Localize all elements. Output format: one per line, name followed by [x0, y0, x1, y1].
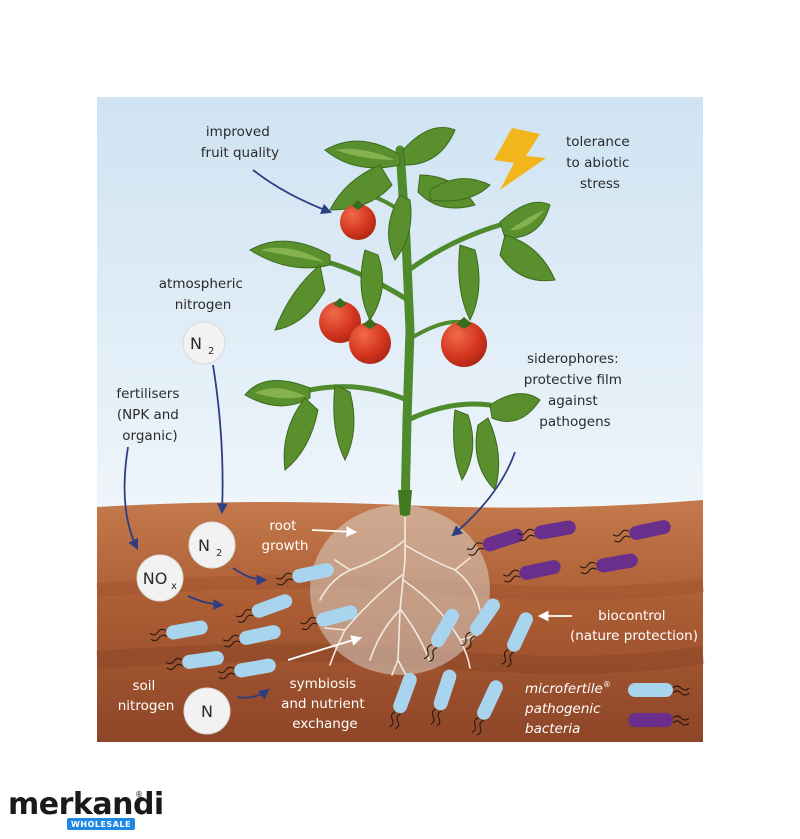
lightning-bolt-icon [494, 128, 546, 190]
label-root-growth: root growth [262, 518, 309, 554]
arrow-n2-soil [232, 567, 268, 586]
tomato [441, 321, 487, 367]
watermark-reg: ® [135, 790, 143, 799]
chem-symbol: NO [143, 569, 168, 588]
tomatoes [319, 200, 487, 367]
chem-subscript: 2 [208, 346, 214, 357]
pathogenic-bacterium [612, 520, 671, 543]
label-symbiosis: symbiosis and nutrient exchange [281, 676, 369, 732]
tomato [340, 204, 376, 240]
microfertile-bacterium [149, 620, 208, 642]
process-arrows [123, 169, 516, 700]
merkandi-watermark: merkandi ® WHOLESALE [8, 787, 164, 830]
arrow-symbiosis [287, 635, 363, 661]
legend-pathogenic-swatch [628, 713, 673, 727]
microfertile-bacterium [275, 563, 334, 586]
plant-leaves [244, 127, 556, 491]
white-arrows [287, 526, 572, 661]
arrow-fruit [252, 169, 333, 214]
microfertile-bacterium [430, 669, 457, 727]
arrow-n2-down [212, 364, 228, 515]
watermark-brand: merkandi [8, 787, 164, 822]
legend: microfertile® pathogenic bacteria [524, 680, 690, 737]
arrow-fertilisers [123, 446, 138, 550]
tomato [319, 301, 361, 343]
arrow-siderophores [451, 451, 516, 537]
label-fertilisers: fertilisers (NPK and organic) [116, 386, 183, 444]
label-siderophores: siderophores: protective film against pa… [524, 351, 626, 430]
legend-pathogenic-label: pathogenic bacteria [524, 701, 605, 737]
microfertile-bacterium [423, 608, 459, 663]
chem-symbol: N [198, 536, 210, 555]
microfertile-bacterium [300, 605, 358, 631]
tomato [349, 322, 391, 364]
microfertile-bacterium [165, 651, 224, 671]
chem-subscript: x [171, 581, 177, 592]
chem-n: N [183, 687, 231, 735]
microfertile-bacterium [217, 658, 276, 680]
label-atmospheric-nitrogen: atmospheric nitrogen [159, 276, 247, 313]
chem-symbol: N [201, 702, 213, 721]
watermark-badge [67, 818, 135, 830]
stem-base [398, 490, 412, 515]
label-soil-nitrogen: soil nitrogen [118, 678, 175, 714]
arrow-root-growth [311, 526, 358, 537]
microfertile-bacterium [235, 594, 293, 623]
microfertile-bacterium [461, 598, 501, 650]
chem-n2-soil: N 2 [188, 521, 236, 569]
chem-n2-top: N 2 [182, 321, 226, 365]
watermark-badge-text: WHOLESALE [71, 820, 131, 829]
pathogenic-bacterium [502, 560, 561, 583]
arrow-nox [187, 595, 225, 610]
pathogenic-bacterium [517, 520, 576, 542]
pathogenic-bacterium [579, 553, 638, 575]
chem-nox: NO x [136, 554, 184, 602]
bacteria-layer [149, 520, 671, 736]
microfertile-bacterium [471, 680, 503, 736]
label-biocontrol: biocontrol (nature protection) [570, 608, 698, 644]
microfertile-bacterium [222, 625, 281, 648]
chem-symbol: N [190, 334, 202, 353]
label-abiotic-stress: tolerance to abiotic stress [566, 134, 634, 192]
chem-subscript: 2 [216, 548, 222, 559]
legend-microfertile-swatch [628, 683, 673, 697]
legend-microfertile-label: microfertile® [525, 680, 611, 697]
microfertile-bacterium [389, 672, 417, 730]
pathogenic-bacterium [466, 528, 524, 556]
microfertile-bacterium [501, 612, 533, 668]
plant-roots [319, 509, 481, 676]
label-fruit-quality: improved fruit quality [201, 124, 279, 161]
arrow-n [236, 688, 270, 700]
